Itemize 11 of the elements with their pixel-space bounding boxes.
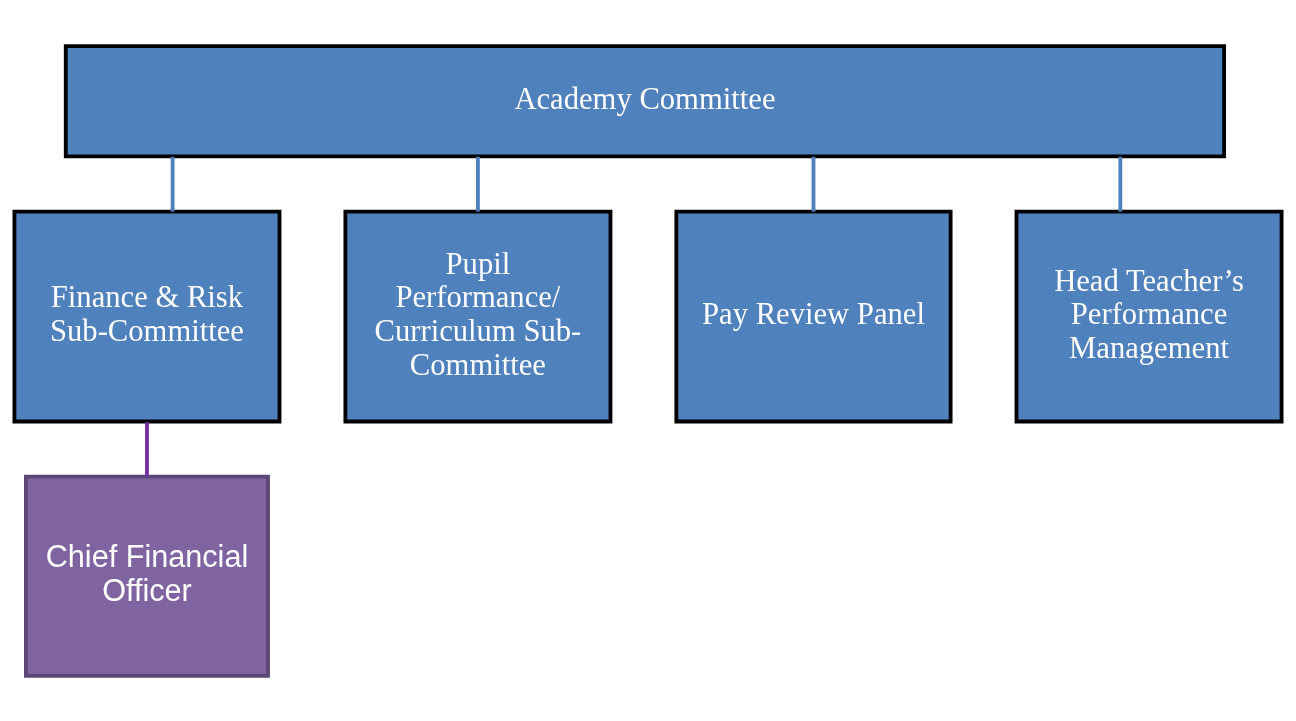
connector — [170, 156, 175, 212]
node-box: Pupil Performance/ Curriculum Sub-Committee — [343, 209, 613, 423]
connector — [476, 156, 480, 212]
connector — [811, 156, 816, 212]
node-box: Pay Review Panel — [674, 209, 953, 423]
node-box: Academy Committee — [63, 43, 1227, 158]
node-box: Chief Financial Officer — [24, 474, 270, 678]
node-box: Finance & Risk Sub-Committee — [12, 209, 282, 423]
connector — [145, 421, 149, 477]
connector — [1118, 156, 1123, 212]
node-box: Head Teacher’s Performance Management — [1014, 209, 1284, 423]
